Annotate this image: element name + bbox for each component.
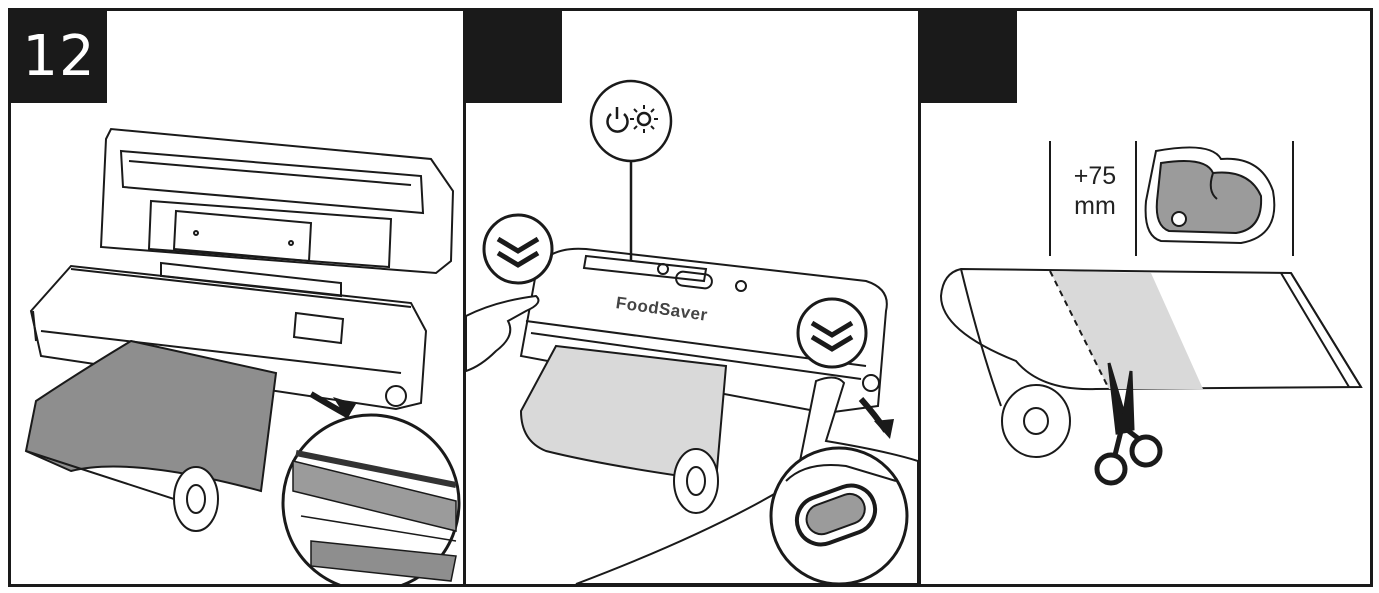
margin-measurement-label: +75 mm: [1055, 161, 1135, 221]
cutter-button-detail-icon: [769, 397, 909, 584]
margin-unit: mm: [1074, 192, 1116, 220]
magnifier-detail-icon: [281, 391, 461, 584]
bag-roll-icon: [519, 344, 728, 514]
margin-value: +75: [1073, 162, 1117, 190]
step-number-badge: [466, 11, 562, 103]
power-light-icon: [589, 79, 673, 261]
step-panel-14: +75 mm: [918, 8, 1373, 587]
step-number-badge: [921, 11, 1017, 103]
step-number-badge: 12: [11, 11, 107, 103]
press-down-chevron-icon: [482, 213, 554, 285]
bag-roll-icon: [939, 267, 1363, 458]
measurement-guide: [1049, 141, 1294, 256]
scissors-icon: [1094, 362, 1163, 486]
press-down-chevron-icon: [796, 297, 868, 369]
step-panel-13: FoodSaver: [463, 8, 921, 587]
bag-roll-icon: [24, 339, 278, 532]
meat-steak-icon: [1144, 146, 1276, 245]
step-panel-12: 12: [8, 8, 466, 587]
